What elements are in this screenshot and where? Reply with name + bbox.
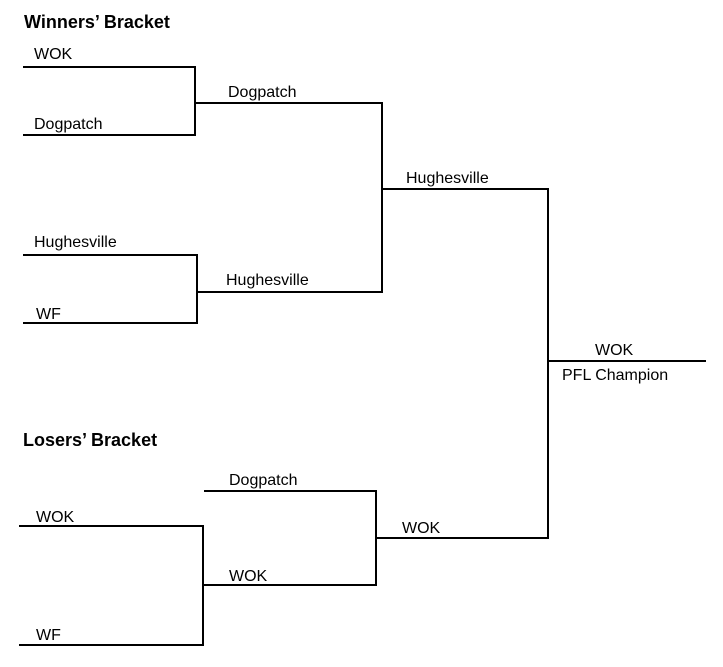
winners-bracket-winner: Hughesville <box>406 170 489 187</box>
champion-caption: PFL Champion <box>562 367 668 384</box>
champion-name: WOK <box>595 342 634 359</box>
winners-r1-team-2: Dogpatch <box>34 116 103 133</box>
winners-final: Hughesville <box>381 170 549 190</box>
winners-r2-team-1: Dogpatch <box>228 84 297 101</box>
winners-round1-match1: WOK Dogpatch <box>23 46 196 136</box>
losers-bracket-heading: Losers’ Bracket <box>23 430 157 450</box>
winners-r1-team-4: WF <box>36 306 61 323</box>
championship: WOK PFL Champion <box>547 342 706 384</box>
winners-r1-team-3: Hughesville <box>34 234 117 251</box>
losers-r2-team-2: WOK <box>229 568 268 585</box>
losers-r1-team-1: WOK <box>36 509 75 526</box>
winners-round1-match2: Hughesville WF <box>23 234 198 324</box>
winners-r1-team-1: WOK <box>34 46 73 63</box>
losers-r2-team-1: Dogpatch <box>229 472 298 489</box>
losers-round2: Dogpatch WOK <box>202 472 377 586</box>
winners-round2: Dogpatch Hughesville <box>194 84 383 293</box>
winners-r2-team-2: Hughesville <box>226 272 309 289</box>
losers-bracket-winner: WOK <box>402 520 441 537</box>
losers-round1: WOK WF <box>19 509 204 646</box>
winners-bracket-heading: Winners’ Bracket <box>24 12 170 32</box>
losers-r1-team-2: WF <box>36 627 61 644</box>
losers-final: WOK <box>375 520 549 539</box>
